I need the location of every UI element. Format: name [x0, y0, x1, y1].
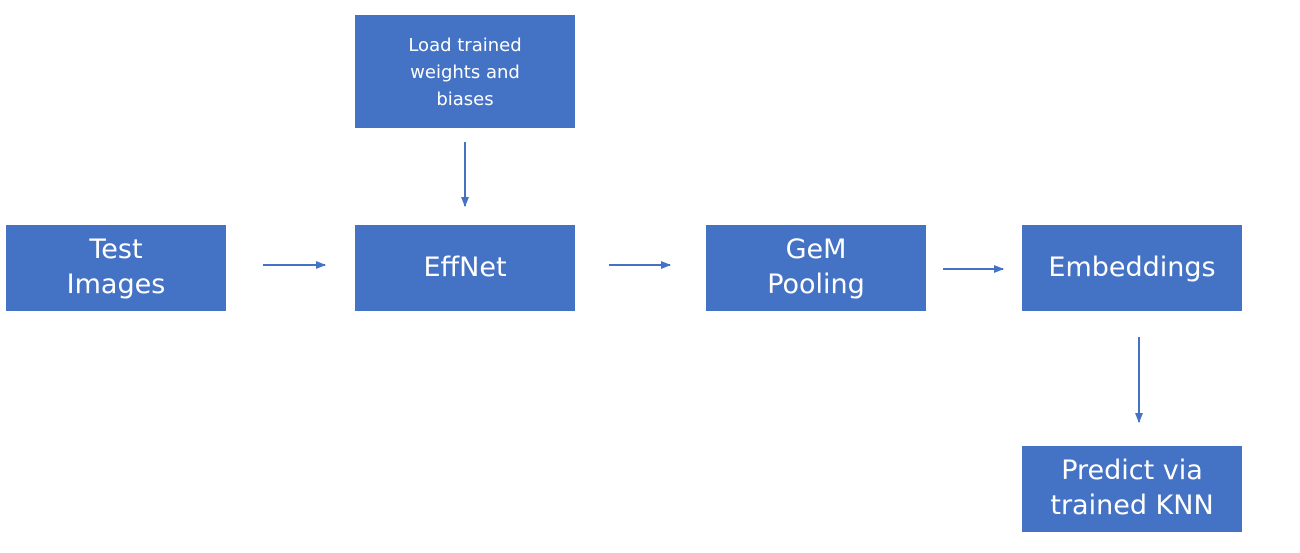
predict-knn-box: Predict via trained KNN	[1022, 446, 1242, 532]
test-images-label: Test Images	[66, 234, 166, 300]
load-weights-box: Load trained weights and biases	[355, 15, 575, 128]
load-weights-label: Load trained weights and biases	[408, 35, 522, 110]
predict-knn-label: Predict via trained KNN	[1050, 455, 1214, 521]
embeddings-label: Embeddings	[1048, 251, 1216, 283]
embeddings-box: Embeddings	[1022, 225, 1242, 311]
test-images-box: Test Images	[6, 225, 226, 311]
effnet-box: EffNet	[355, 225, 575, 311]
gem-pooling-label: GeM Pooling	[767, 234, 865, 300]
gem-pooling-box: GeM Pooling	[706, 225, 926, 311]
effnet-label: EffNet	[423, 251, 507, 283]
